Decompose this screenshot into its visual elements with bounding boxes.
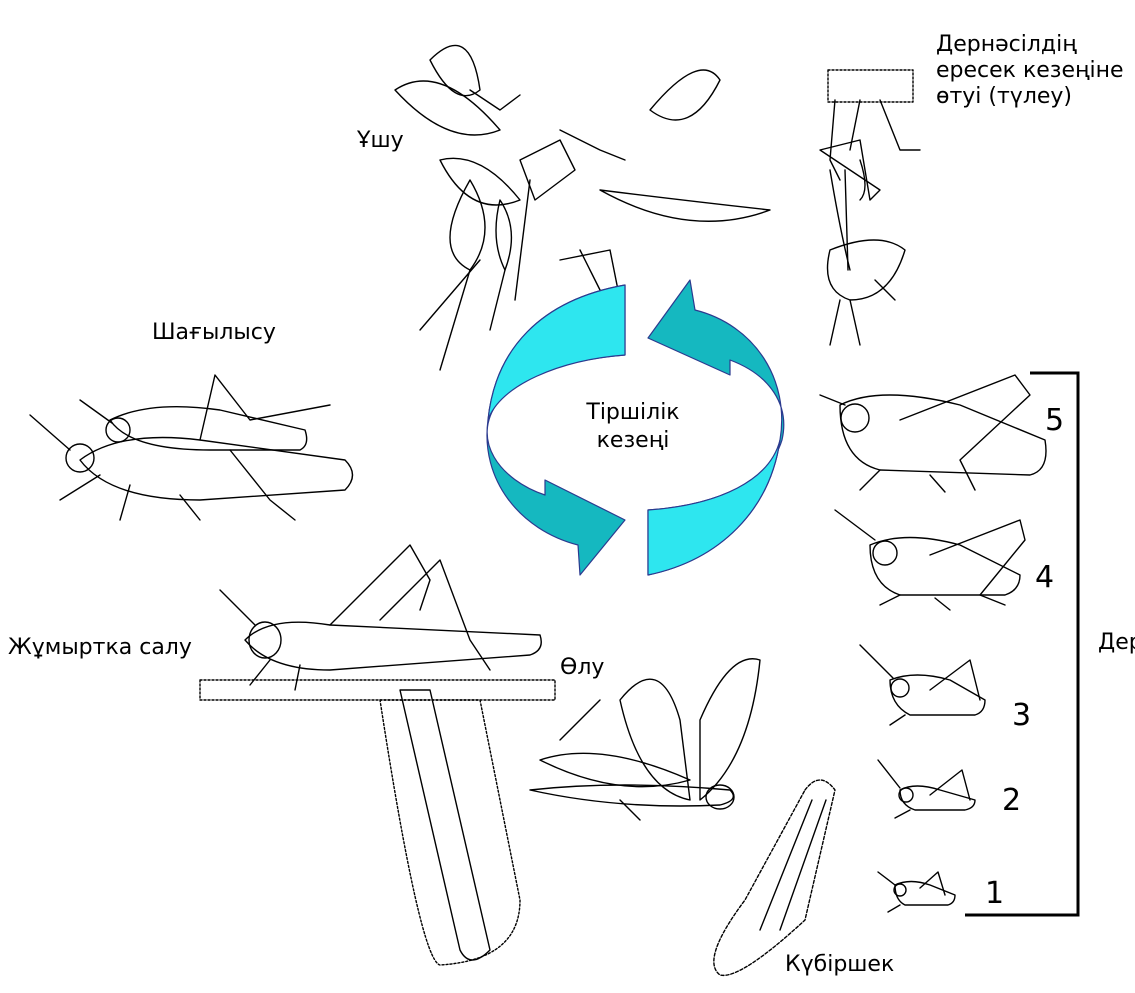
label-molt-line2: ересек кезеңіне (936, 58, 1124, 84)
nymph-instar-2-drawing (878, 760, 975, 818)
label-molt-line3: өтуі (түлеу) (936, 84, 1072, 110)
label-nymph-bracket: Дер (1098, 630, 1135, 656)
nymph-stage-number: 2 (1002, 785, 1021, 817)
label-cycle-line2: кезеңі (578, 428, 688, 454)
nymph-instar-3-drawing (860, 645, 985, 725)
dead-locust-drawing (530, 659, 760, 820)
nymph-stage-number: 5 (1045, 405, 1064, 437)
nymph-stage-number: 4 (1035, 562, 1054, 594)
molting-nymph-drawing (820, 70, 920, 345)
nymph-bracket (965, 373, 1078, 915)
label-flight: Ұшу (357, 128, 404, 154)
label-molt-line1: Дернәсілдің (936, 32, 1077, 58)
label-egg-pod: Күбіршек (785, 952, 894, 978)
nymph-stage-number: 1 (985, 878, 1004, 910)
label-egg-laying: Жұмыртка салу (8, 635, 192, 661)
egg-pod-drawing (714, 780, 835, 975)
cycle-arrow-right-highlight (648, 440, 780, 575)
label-mating: Шағылысу (152, 320, 276, 346)
nymph-instar-4-drawing (835, 510, 1025, 610)
label-cycle-line1: Тіршілік (578, 400, 688, 426)
label-death: Өлу (560, 655, 604, 681)
nymph-instar-1-drawing (878, 872, 955, 912)
nymph-instar-5-drawing (820, 375, 1046, 492)
mating-locusts-drawing (30, 375, 353, 520)
nymph-stage-number: 3 (1012, 700, 1031, 732)
egg-laying-locust-drawing (200, 545, 555, 965)
